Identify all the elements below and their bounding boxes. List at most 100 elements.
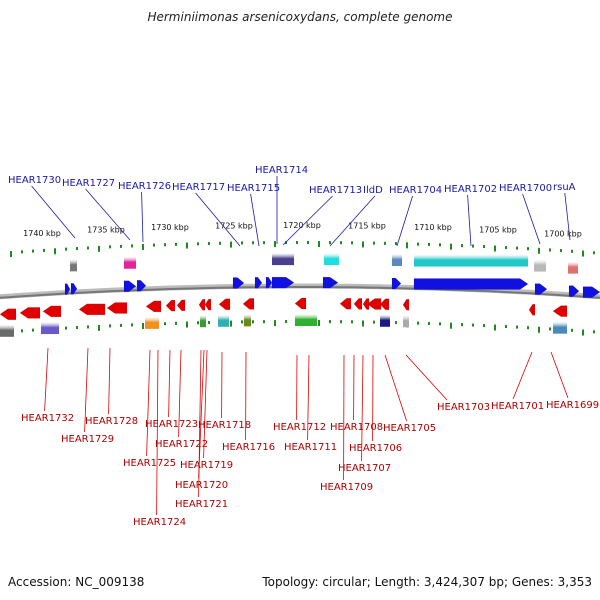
tick-top — [340, 241, 342, 245]
tick-top — [307, 241, 309, 245]
tick-top — [76, 247, 78, 251]
gene-label-bottom: HEAR1719 — [180, 460, 233, 471]
tick-bottom — [318, 320, 320, 327]
tick-top — [571, 249, 573, 253]
gene-label-bottom: HEAR1707 — [338, 463, 391, 474]
tick-bottom — [76, 326, 78, 330]
tick-bottom — [340, 320, 342, 324]
tick-bottom — [483, 324, 485, 328]
forward-gene-arrow — [534, 283, 548, 295]
reverse-gene-arrow — [339, 297, 352, 310]
feature-box-top — [70, 259, 77, 272]
tick-bottom — [516, 325, 518, 329]
tick-bottom — [505, 325, 507, 329]
tick-top — [164, 243, 166, 247]
feature-box-bottom — [218, 314, 229, 327]
tick-top — [252, 241, 254, 245]
tick-top — [461, 244, 463, 248]
tick-top — [494, 245, 496, 252]
tick-bottom — [65, 326, 67, 330]
tick-top — [230, 241, 232, 248]
tick-top — [362, 241, 364, 248]
gene-label-top: HEAR1726 — [118, 181, 171, 192]
tick-bottom — [274, 320, 276, 327]
leader-line-bottom — [168, 349, 171, 418]
tick-bottom — [494, 324, 496, 331]
leader-line-top — [467, 194, 472, 247]
tick-top — [54, 248, 56, 255]
forward-gene-arrow — [232, 277, 245, 289]
tick-top — [186, 242, 188, 249]
tick-bottom — [582, 329, 584, 336]
tick-top — [560, 249, 562, 253]
gene-label-top: HEAR1714 — [255, 165, 308, 176]
gene-label-bottom: HEAR1724 — [133, 517, 186, 528]
tick-top — [516, 246, 518, 250]
gene-label-bottom: HEAR1711 — [284, 442, 337, 453]
tick-top — [549, 248, 551, 252]
gene-label-bottom: HEAR1729 — [61, 434, 114, 445]
forward-gene-arrow — [123, 280, 137, 292]
feature-box-bottom — [200, 315, 206, 328]
gene-label-top: HEAR1715 — [227, 183, 280, 194]
feature-box-top — [414, 254, 528, 267]
feature-box-bottom — [0, 324, 14, 337]
feature-box-top — [392, 254, 402, 267]
tick-bottom — [351, 320, 353, 324]
gene-label-bottom: HEAR1725 — [123, 458, 176, 469]
reverse-gene-arrow — [362, 298, 370, 310]
scale-label: 1725 kbp — [215, 222, 253, 231]
tick-bottom — [197, 321, 199, 325]
tick-bottom — [208, 321, 210, 325]
feature-box-bottom — [403, 315, 409, 328]
reverse-gene-arrow — [552, 305, 568, 317]
tick-top — [197, 242, 199, 246]
tick-top — [351, 241, 353, 245]
forward-gene-arrow — [568, 285, 580, 297]
forward-gene-arrow — [391, 277, 402, 290]
reverse-gene-arrow — [198, 298, 206, 311]
feature-box-bottom — [295, 314, 317, 327]
gene-label-top: HEAR1704 — [389, 185, 442, 196]
tick-top — [65, 247, 67, 251]
gene-label-bottom: HEAR1723 — [145, 419, 198, 430]
gene-label-bottom: HEAR1703 — [437, 402, 490, 413]
map-title: Herminiimonas arsenicoxydans, complete g… — [147, 10, 453, 24]
leader-line-bottom — [384, 354, 407, 422]
gene-label-bottom: HEAR1722 — [155, 439, 208, 450]
tick-top — [395, 242, 397, 246]
tick-bottom — [538, 326, 540, 333]
tick-top — [263, 241, 265, 245]
tick-top — [274, 241, 276, 248]
scale-label: 1715 kbp — [348, 222, 386, 231]
tick-bottom — [142, 322, 144, 329]
reverse-gene-arrow — [402, 299, 410, 311]
reverse-gene-arrow — [19, 307, 41, 319]
tick-bottom — [241, 320, 243, 324]
leader-line-bottom — [550, 351, 569, 399]
leader-line-bottom — [203, 349, 208, 459]
leader-line-top — [250, 193, 260, 247]
tick-top — [43, 248, 45, 252]
gene-label-bottom: HEAR1721 — [175, 499, 228, 510]
leader-line-bottom — [146, 349, 151, 457]
reverse-gene-arrow — [145, 300, 162, 313]
forward-gene-arrow — [70, 283, 78, 295]
tick-top — [219, 241, 221, 245]
accession-label: Accession: NC_009138 — [8, 575, 145, 589]
reverse-gene-arrow — [242, 298, 255, 310]
tick-bottom — [164, 322, 166, 326]
tick-top — [21, 250, 23, 254]
leader-line-bottom — [44, 347, 49, 412]
feature-box-top — [534, 259, 546, 272]
feature-box-bottom — [145, 316, 159, 329]
tick-top — [109, 245, 111, 249]
gene-label-top: HEAR1717 — [172, 182, 225, 193]
reverse-gene-arrow — [218, 298, 231, 311]
leader-line-bottom — [307, 354, 310, 441]
forward-gene-arrow — [322, 276, 339, 289]
tick-bottom — [593, 330, 595, 334]
reverse-gene-arrow — [176, 299, 186, 312]
gene-label-bottom: HEAR1701 — [491, 401, 544, 412]
